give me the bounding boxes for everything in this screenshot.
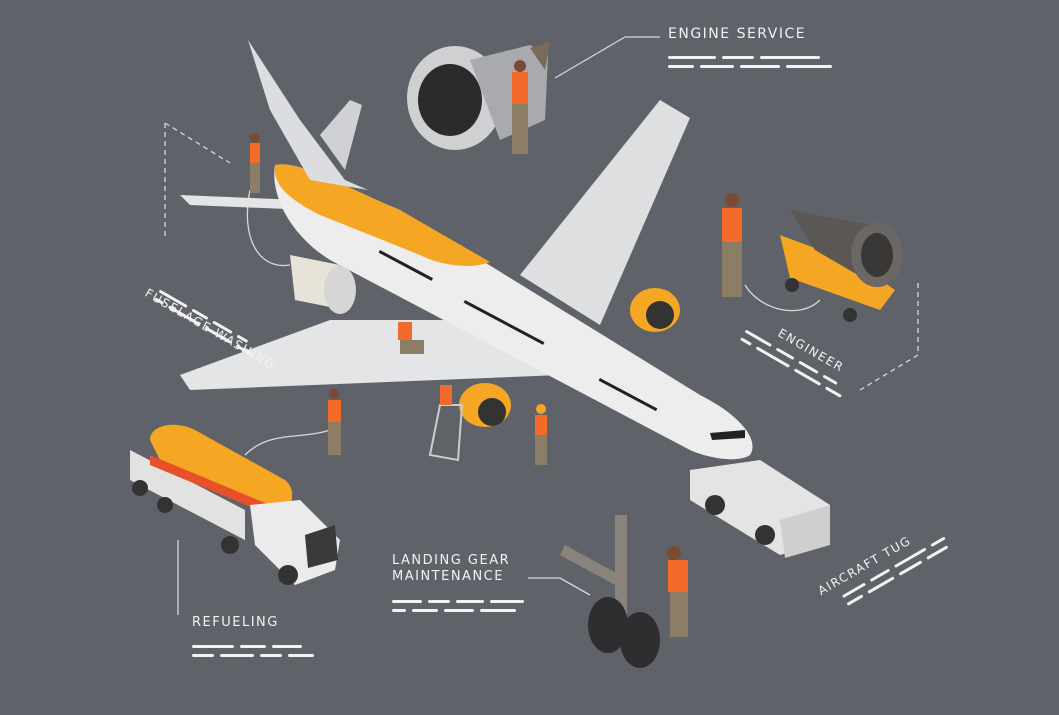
landing-gear-label-line1: LANDING GEAR — [392, 553, 511, 568]
engine-cart — [780, 210, 903, 322]
horizontal-stabilizer — [180, 195, 310, 210]
fuselage-orange-livery — [274, 164, 490, 266]
worker-nose — [535, 404, 547, 465]
engine-service-illustration — [407, 42, 550, 150]
tail-fin — [248, 40, 368, 190]
workers — [250, 60, 742, 637]
right-wing — [520, 100, 690, 325]
aircraft-tug — [690, 460, 830, 558]
worker-engine — [512, 60, 528, 154]
windows — [378, 249, 745, 440]
right-wing-engine — [630, 288, 680, 332]
washing-tank — [290, 255, 356, 314]
worker-refuel — [328, 389, 341, 455]
refueling-label: REFUELING — [192, 615, 279, 630]
fuel-truck — [130, 424, 340, 585]
engine-service-label: ENGINE SERVICE — [668, 26, 807, 42]
tail-fin-side — [320, 100, 362, 170]
left-wing — [180, 320, 560, 390]
refueling-text-lines — [192, 641, 320, 659]
landing-gear-text-lines — [392, 596, 530, 614]
airplane — [180, 40, 753, 460]
landing-gear-label: LANDING GEAR MAINTENANCE — [392, 553, 510, 585]
engine-service-text-lines — [668, 52, 838, 70]
worker-wing — [398, 322, 424, 354]
worker-ladder — [428, 385, 464, 462]
worker-gear — [667, 546, 688, 637]
landing-gear — [560, 515, 660, 668]
landing-gear-label-line2: MAINTENANCE — [392, 569, 504, 584]
left-wing-engine — [459, 383, 511, 427]
connector-lines — [164, 36, 919, 615]
worker-engineer — [722, 193, 742, 297]
worker-tail — [250, 133, 260, 193]
